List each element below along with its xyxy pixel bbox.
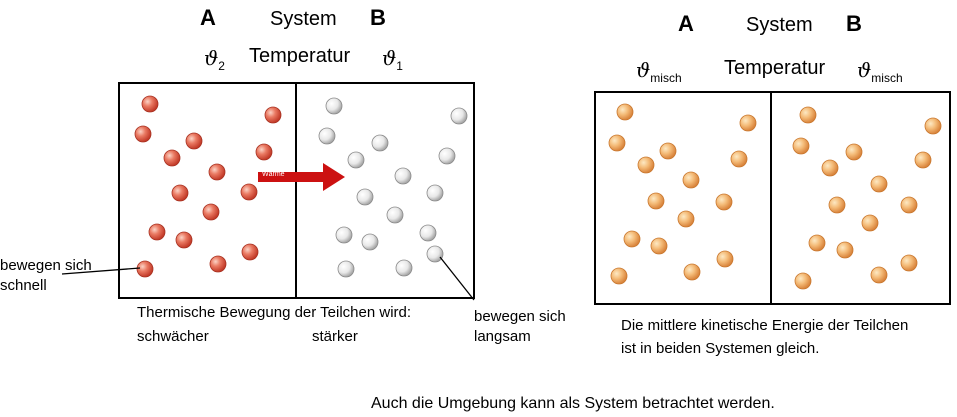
hot-particle bbox=[240, 183, 258, 201]
right-box-b bbox=[770, 91, 951, 305]
hot-particles bbox=[134, 95, 282, 278]
cold-particle bbox=[394, 167, 412, 185]
hot-particle bbox=[209, 255, 227, 273]
mixed-particle bbox=[924, 117, 942, 135]
mixed-particle bbox=[616, 103, 634, 121]
left-caption-a: schwächer bbox=[137, 328, 209, 345]
mixed-particle bbox=[821, 159, 839, 177]
mixed-particle bbox=[637, 156, 655, 174]
left-temperatur-label: Temperatur bbox=[249, 45, 351, 67]
cold-particle bbox=[426, 245, 444, 263]
mixed-particle bbox=[794, 272, 812, 290]
heat-arrow bbox=[258, 163, 345, 191]
mixed-particle bbox=[683, 263, 701, 281]
mixed-particles bbox=[608, 103, 942, 290]
mixed-particle bbox=[792, 137, 810, 155]
mixed-particle bbox=[900, 196, 918, 214]
hot-particle bbox=[163, 149, 181, 167]
cold-particle bbox=[395, 259, 413, 277]
hot-particle bbox=[255, 143, 273, 161]
left-caption-line1: Thermische Bewegung der Teilchen wird: bbox=[137, 304, 412, 321]
mixed-particle bbox=[900, 254, 918, 272]
mixed-particle bbox=[870, 175, 888, 193]
hot-particle bbox=[134, 125, 152, 143]
left-label-b: B bbox=[370, 5, 386, 30]
mixed-particle bbox=[799, 106, 817, 124]
mixed-particle bbox=[647, 192, 665, 210]
mixed-particle bbox=[715, 193, 733, 211]
mixed-particle bbox=[682, 171, 700, 189]
hot-particle bbox=[136, 260, 154, 278]
footer-note: Auch die Umgebung kann als System betrac… bbox=[371, 395, 775, 412]
left-caption-b: stärker bbox=[312, 328, 358, 345]
left-theta-b: ϑ1 bbox=[382, 46, 403, 73]
hot-particle bbox=[185, 132, 203, 150]
mixed-particle bbox=[861, 214, 879, 232]
mixed-particle bbox=[870, 266, 888, 284]
cold-particle bbox=[361, 233, 379, 251]
mixed-particle bbox=[730, 150, 748, 168]
mixed-particle bbox=[828, 196, 846, 214]
cold-particle bbox=[347, 151, 365, 169]
mixed-particle bbox=[608, 134, 626, 152]
hot-particle bbox=[171, 184, 189, 202]
cold-particle bbox=[337, 260, 355, 278]
right-caption-line1: Die mittlere kinetische Energie der Teil… bbox=[621, 317, 909, 334]
fast-label: bewegen sich schnell bbox=[0, 257, 92, 294]
hot-particle bbox=[141, 95, 159, 113]
right-theta-b: ϑmisch bbox=[857, 58, 903, 85]
heat-arrow-label: Wärme bbox=[262, 171, 285, 178]
mixed-particle bbox=[836, 241, 854, 259]
hot-particle bbox=[148, 223, 166, 241]
mixed-particle bbox=[808, 234, 826, 252]
right-label-a: A bbox=[678, 11, 694, 36]
cold-particle bbox=[325, 97, 343, 115]
cold-particle bbox=[318, 127, 336, 145]
hot-particle bbox=[202, 203, 220, 221]
right-temperatur-label: Temperatur bbox=[724, 57, 826, 79]
mixed-particle bbox=[610, 267, 628, 285]
right-caption-line2: ist in beiden Systemen gleich. bbox=[621, 340, 820, 357]
right-container bbox=[594, 91, 951, 305]
cold-particle bbox=[426, 184, 444, 202]
mixed-particle bbox=[739, 114, 757, 132]
cold-particle bbox=[356, 188, 374, 206]
right-system-label: System bbox=[746, 14, 813, 36]
mixed-particle bbox=[716, 250, 734, 268]
mixed-particle bbox=[845, 143, 863, 161]
hot-particle bbox=[175, 231, 193, 249]
left-label-a: A bbox=[200, 5, 216, 30]
mixed-particle bbox=[659, 142, 677, 160]
cold-particle bbox=[335, 226, 353, 244]
slow-pointer-line bbox=[439, 256, 475, 301]
cold-particle bbox=[438, 147, 456, 165]
hot-particle bbox=[208, 163, 226, 181]
slow-label: bewegen sich langsam bbox=[474, 308, 566, 345]
mixed-particle bbox=[914, 151, 932, 169]
hot-particle bbox=[241, 243, 259, 261]
fast-pointer-line bbox=[61, 267, 141, 275]
hot-particle bbox=[264, 106, 282, 124]
mixed-particle bbox=[623, 230, 641, 248]
right-theta-a: ϑmisch bbox=[636, 58, 682, 85]
cold-particles bbox=[318, 97, 468, 278]
cold-particle bbox=[419, 224, 437, 242]
left-box-b bbox=[295, 82, 475, 299]
left-system-label: System bbox=[270, 8, 337, 30]
cold-particle bbox=[371, 134, 389, 152]
right-label-b: B bbox=[846, 11, 862, 36]
left-container bbox=[118, 82, 475, 299]
left-theta-a: ϑ2 bbox=[204, 46, 225, 73]
cold-particle bbox=[386, 206, 404, 224]
mixed-particle bbox=[677, 210, 695, 228]
mixed-particle bbox=[650, 237, 668, 255]
cold-particle bbox=[450, 107, 468, 125]
